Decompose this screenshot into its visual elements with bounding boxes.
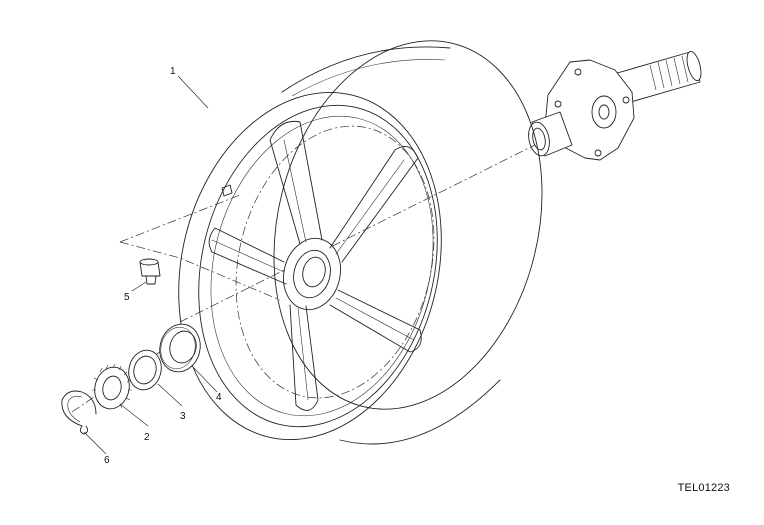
wheel-rim [178, 40, 543, 445]
ring-nut-part [92, 363, 132, 410]
leader-lines [83, 75, 218, 455]
drawing-code: TEL01223 [677, 482, 730, 494]
callout-3: 3 [180, 411, 186, 422]
callout-6: 6 [104, 455, 110, 466]
callout-5: 5 [124, 292, 130, 303]
valve-part [139, 258, 161, 285]
washer-part [128, 349, 162, 391]
callout-1: 1 [170, 66, 176, 77]
circlip-part [61, 390, 97, 435]
seal-ring-part [159, 323, 201, 373]
callout-4: 4 [216, 392, 222, 403]
callout-2: 2 [144, 432, 150, 443]
hub-axle-assembly [528, 50, 702, 161]
